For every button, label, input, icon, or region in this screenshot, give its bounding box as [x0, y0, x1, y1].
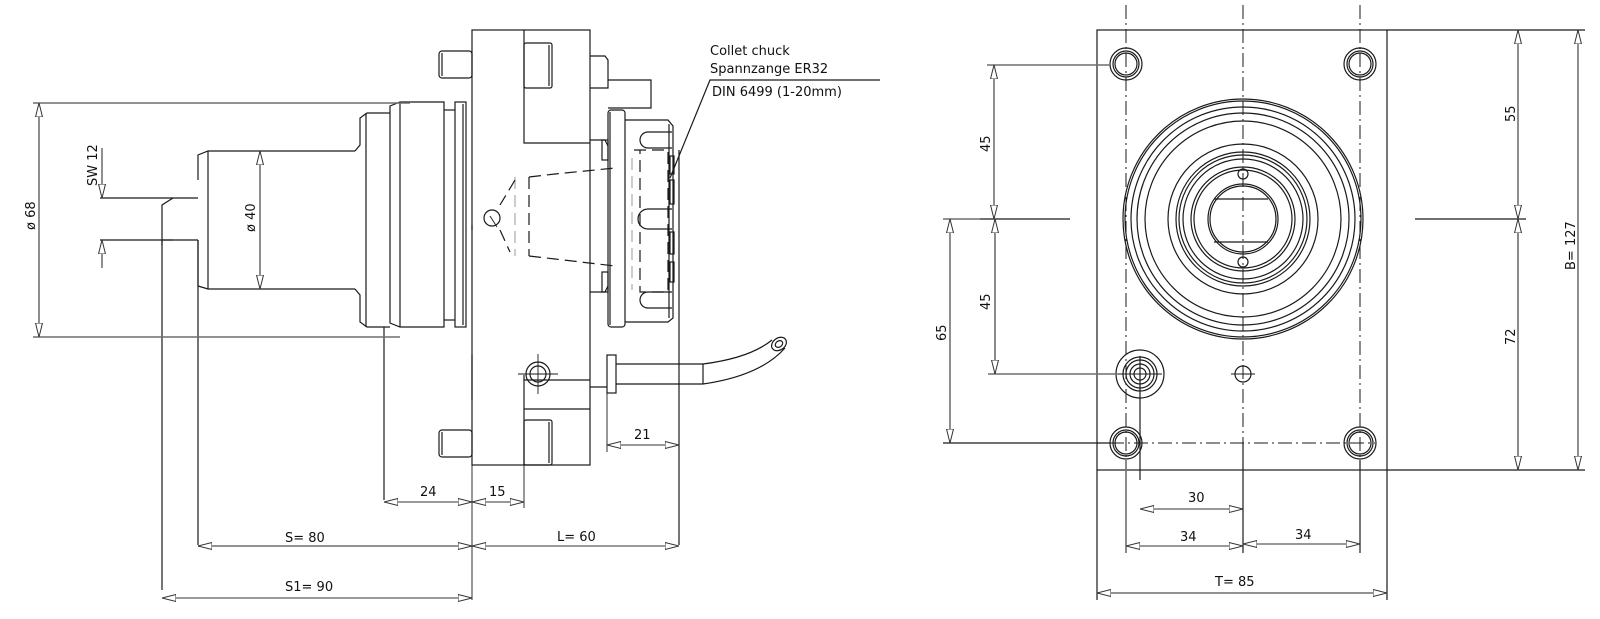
annotation-line-1: Collet chuck [710, 44, 790, 59]
dimension-sw12: SW 12 [86, 144, 102, 268]
dim-34-left-label: 34 [1180, 530, 1197, 545]
mounting-hole-br [1343, 426, 1377, 460]
dim-65-label: 65 [935, 324, 950, 341]
dimension-d68: ø 68 [24, 102, 410, 338]
dim-S1-label: S1= 90 [285, 580, 333, 595]
shank-body [197, 101, 467, 545]
dim-72-label: 72 [1504, 328, 1519, 345]
front-view: 45 45 65 55 72 B= 127 [935, 5, 1585, 600]
dim-34-right-label: 34 [1295, 528, 1312, 543]
dimension-15: 15 [472, 485, 524, 502]
dim-45-top-label: 45 [979, 135, 994, 152]
mounting-hole-tl [1109, 47, 1143, 81]
annotation-line-3: DIN 6499 (1-20mm) [712, 85, 842, 100]
spindle-flange [1122, 98, 1364, 340]
dimension-S1: S1= 90 [162, 580, 472, 598]
annotation-line-2: Spannzange ER32 [710, 62, 828, 77]
dim-21-label: 21 [634, 428, 651, 443]
dimension-B: B= 127 [1564, 30, 1579, 470]
dim-T-label: T= 85 [1214, 575, 1255, 590]
dimension-24: 24 [384, 465, 525, 600]
drive-shaft [100, 197, 198, 590]
dimension-T: T= 85 [1096, 470, 1388, 600]
main-housing [438, 29, 616, 466]
dim-B-label: B= 127 [1564, 221, 1579, 270]
dimension-S: S= 80 [198, 531, 472, 546]
side-view: Collet chuck Spannzange ER32 DIN 6499 (1… [24, 29, 880, 600]
dimension-45-top: 45 [979, 64, 1110, 220]
center-hole [1231, 365, 1255, 383]
dim-15-label: 15 [489, 485, 506, 500]
dimension-L: L= 60 [472, 530, 679, 546]
dim-55-label: 55 [1504, 105, 1519, 122]
front-flange [590, 55, 788, 545]
dimension-72: 72 [1387, 219, 1585, 471]
dimension-30: 30 [1140, 491, 1243, 509]
dim-45-bottom-label: 45 [979, 293, 994, 310]
dimension-21: 21 [606, 393, 679, 452]
dimension-45-bottom: 45 [979, 219, 1118, 375]
dim-24-label: 24 [420, 485, 437, 500]
coolant-port [1115, 349, 1165, 480]
dimension-d40: ø 40 [244, 151, 260, 289]
dim-L-label: L= 60 [557, 530, 596, 545]
dimension-65: 65 [935, 218, 1110, 444]
dim-S-label: S= 80 [285, 531, 325, 546]
dimension-34-left: 34 [1125, 443, 1244, 553]
dim-sw12-label: SW 12 [86, 144, 101, 186]
annotation-leader [669, 79, 880, 179]
dim-d40-label: ø 40 [244, 203, 259, 232]
dim-30-label: 30 [1188, 491, 1205, 506]
dim-d68-label: ø 68 [24, 201, 39, 230]
dimension-55: 55 [1387, 29, 1585, 220]
mounting-hole-tr [1343, 47, 1377, 81]
dimension-34-right: 34 [1243, 460, 1361, 553]
front-plate-outline [1096, 29, 1388, 471]
